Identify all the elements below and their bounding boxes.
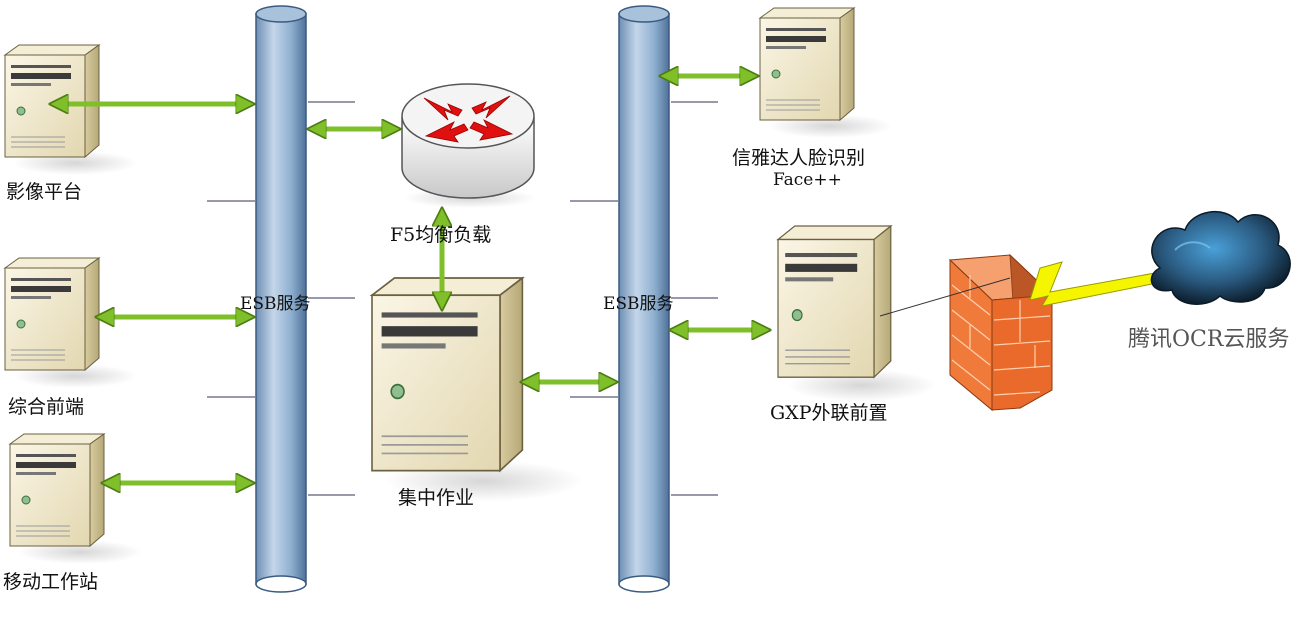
cloud-icon xyxy=(1150,211,1291,305)
server-icon-centralized-ops xyxy=(371,277,585,503)
server-icon-gxp-gateway xyxy=(777,225,938,403)
server-icon-image-platform xyxy=(4,44,138,176)
label-mobile-workstation: 移动工作站 xyxy=(3,571,99,593)
label-esb-right: ESB服务 xyxy=(603,294,674,314)
server-icon-face-recognition xyxy=(759,7,893,139)
gxp-firewall-link xyxy=(879,277,1011,317)
esb-pipe-right xyxy=(618,5,670,593)
label-face-recognition-sub: Face++ xyxy=(773,170,842,190)
esb-pipe-left xyxy=(255,5,307,593)
label-centralized-ops: 集中作业 xyxy=(398,487,475,509)
divider-lines xyxy=(207,101,718,496)
router-icon-f5 xyxy=(401,83,536,208)
label-esb-left: ESB服务 xyxy=(240,294,311,314)
server-icon-mobile-workstation xyxy=(9,433,143,565)
label-integrated-frontend: 综合前端 xyxy=(8,396,85,418)
label-f5-load-balancer: F5均衡负载 xyxy=(390,224,492,246)
server-icon-integrated-frontend xyxy=(4,257,138,389)
label-tencent-ocr: 腾讯OCR云服务 xyxy=(1128,327,1290,352)
label-gxp-gateway: GXP外联前置 xyxy=(770,402,888,424)
arrows xyxy=(52,76,768,483)
label-image-platform: 影像平台 xyxy=(6,181,83,203)
label-face-recognition: 信雅达人脸识别 xyxy=(732,147,866,169)
